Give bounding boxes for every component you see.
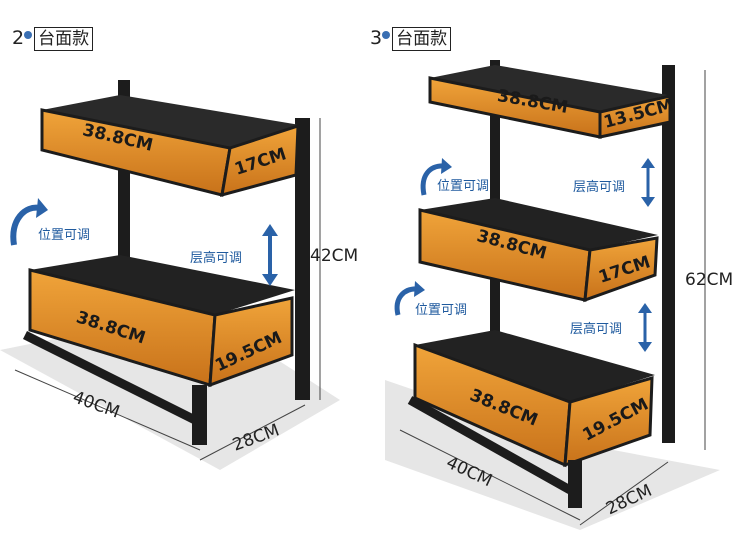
variant-number: 2 bbox=[12, 27, 25, 49]
height-dimension: 62CM bbox=[685, 270, 734, 290]
vertical-arrow-icon bbox=[638, 303, 652, 352]
position-adjustable-label: 位置可调 bbox=[38, 228, 91, 243]
tier-icon bbox=[382, 31, 391, 39]
height-adjustable-label: 层高可调 bbox=[570, 322, 623, 337]
tier-icon bbox=[24, 31, 33, 39]
left-rack bbox=[10, 80, 321, 461]
variant-number: 3 bbox=[370, 27, 383, 49]
top-shelf-side bbox=[598, 94, 672, 139]
variant-label: 台面款 bbox=[392, 27, 452, 51]
right-rack bbox=[394, 60, 706, 526]
vertical-arrow-icon bbox=[641, 158, 655, 207]
height-dimension: 42CM bbox=[310, 246, 359, 266]
variant-label: 台面款 bbox=[34, 27, 94, 51]
middle-shelf-side bbox=[583, 236, 659, 303]
curved-arrow-icon bbox=[420, 163, 446, 196]
position-adjustable-label: 位置可调 bbox=[437, 179, 490, 194]
variant-title-3: 3 台面款 bbox=[370, 27, 452, 51]
vertical-arrow-icon bbox=[262, 224, 278, 286]
height-adjustable-label: 层高可调 bbox=[190, 251, 243, 266]
variant-title-2: 2 台面款 bbox=[12, 27, 94, 51]
bottom-shelf-side bbox=[563, 375, 654, 468]
top-shelf-side bbox=[220, 123, 300, 198]
height-adjustable-label: 层高可调 bbox=[573, 180, 626, 195]
bottom-shelf-side bbox=[208, 296, 294, 388]
curved-arrow-icon bbox=[10, 204, 41, 246]
position-adjustable-label: 位置可调 bbox=[415, 303, 468, 318]
